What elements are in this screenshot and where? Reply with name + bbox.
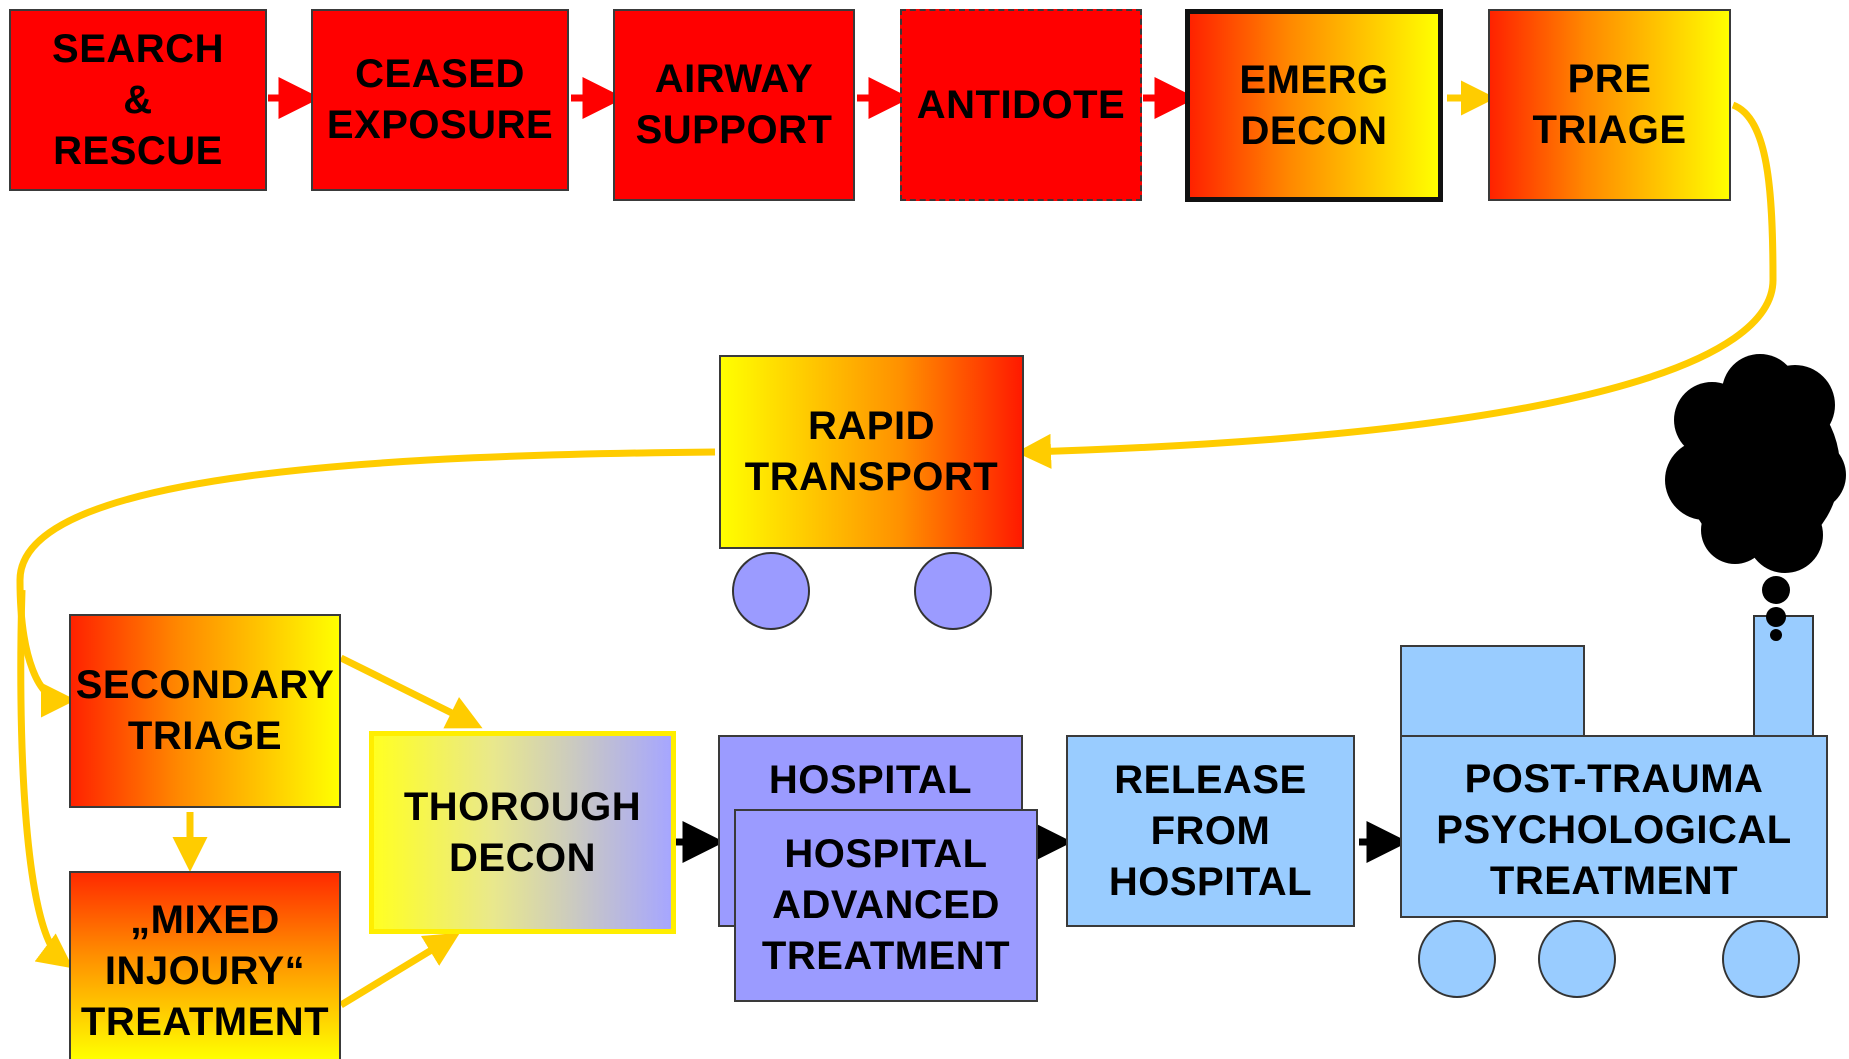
arrow-rapid-transport-to-mixed	[17, 589, 74, 969]
step-label: AIRWAY SUPPORT	[635, 57, 833, 152]
step-label: HOSPITAL	[768, 758, 973, 802]
step-rapid-transport: RAPID TRANSPORT	[719, 355, 1024, 549]
step-label: HOSPITAL ADVANCED TREATMENT	[761, 832, 1011, 978]
arrow-pre-triage-to-rapid-transport	[1016, 101, 1777, 469]
step-release-from-hospital: RELEASE FROM HOSPITAL	[1066, 735, 1355, 927]
step-mixed-injury-treatment: „MIXED INJOURY“ TREATMENT	[69, 871, 341, 1059]
step-label: RELEASE FROM HOSPITAL	[1108, 757, 1313, 904]
arrow-mixed-to-thorough	[339, 932, 460, 1008]
step-label: THOROUGH DECON	[403, 784, 642, 880]
step-label: SEARCH & RESCUE	[52, 26, 224, 173]
step-label: „MIXED INJOURY“ TREATMENT	[80, 897, 330, 1044]
locomotive-chimney	[1753, 615, 1814, 737]
step-antidote: ANTIDOTE	[900, 9, 1142, 201]
step-hospital-advanced-treatment: HOSPITAL ADVANCED TREATMENT	[734, 809, 1038, 1002]
step-pre-triage: PRE TRIAGE	[1488, 9, 1731, 201]
step-label: RAPID TRANSPORT	[744, 404, 999, 499]
step-emerg-decon: EMERG DECON	[1185, 9, 1443, 202]
step-label: ANTIDOTE	[916, 82, 1126, 127]
arrow-rapid-transport-to-secondary	[16, 448, 716, 718]
step-ceased-exposure: CEASED EXPOSURE	[311, 9, 569, 191]
step-label: SECONDARY TRIAGE	[75, 663, 335, 758]
wagon-wheel	[732, 552, 810, 630]
step-label: POST-TRAUMA PSYCHOLOGICAL TREATMENT	[1436, 757, 1792, 903]
step-airway-support: AIRWAY SUPPORT	[613, 9, 855, 201]
smoke-cloud	[1665, 354, 1846, 641]
locomotive-cab	[1400, 645, 1585, 740]
arrow-secondary-to-thorough	[339, 654, 483, 729]
locomotive-wheel	[1722, 920, 1800, 998]
locomotive-wheel	[1538, 920, 1616, 998]
step-secondary-triage: SECONDARY TRIAGE	[69, 614, 341, 808]
locomotive-wheel	[1418, 920, 1496, 998]
wagon-wheel	[914, 552, 992, 630]
step-post-trauma-treatment: POST-TRAUMA PSYCHOLOGICAL TREATMENT	[1400, 735, 1828, 918]
step-thorough-decon: THOROUGH DECON	[369, 731, 676, 934]
step-search-rescue: SEARCH & RESCUE	[9, 9, 267, 191]
step-label: PRE TRIAGE	[1532, 57, 1687, 152]
step-label: EMERG DECON	[1239, 57, 1389, 153]
step-label: CEASED EXPOSURE	[326, 52, 554, 147]
